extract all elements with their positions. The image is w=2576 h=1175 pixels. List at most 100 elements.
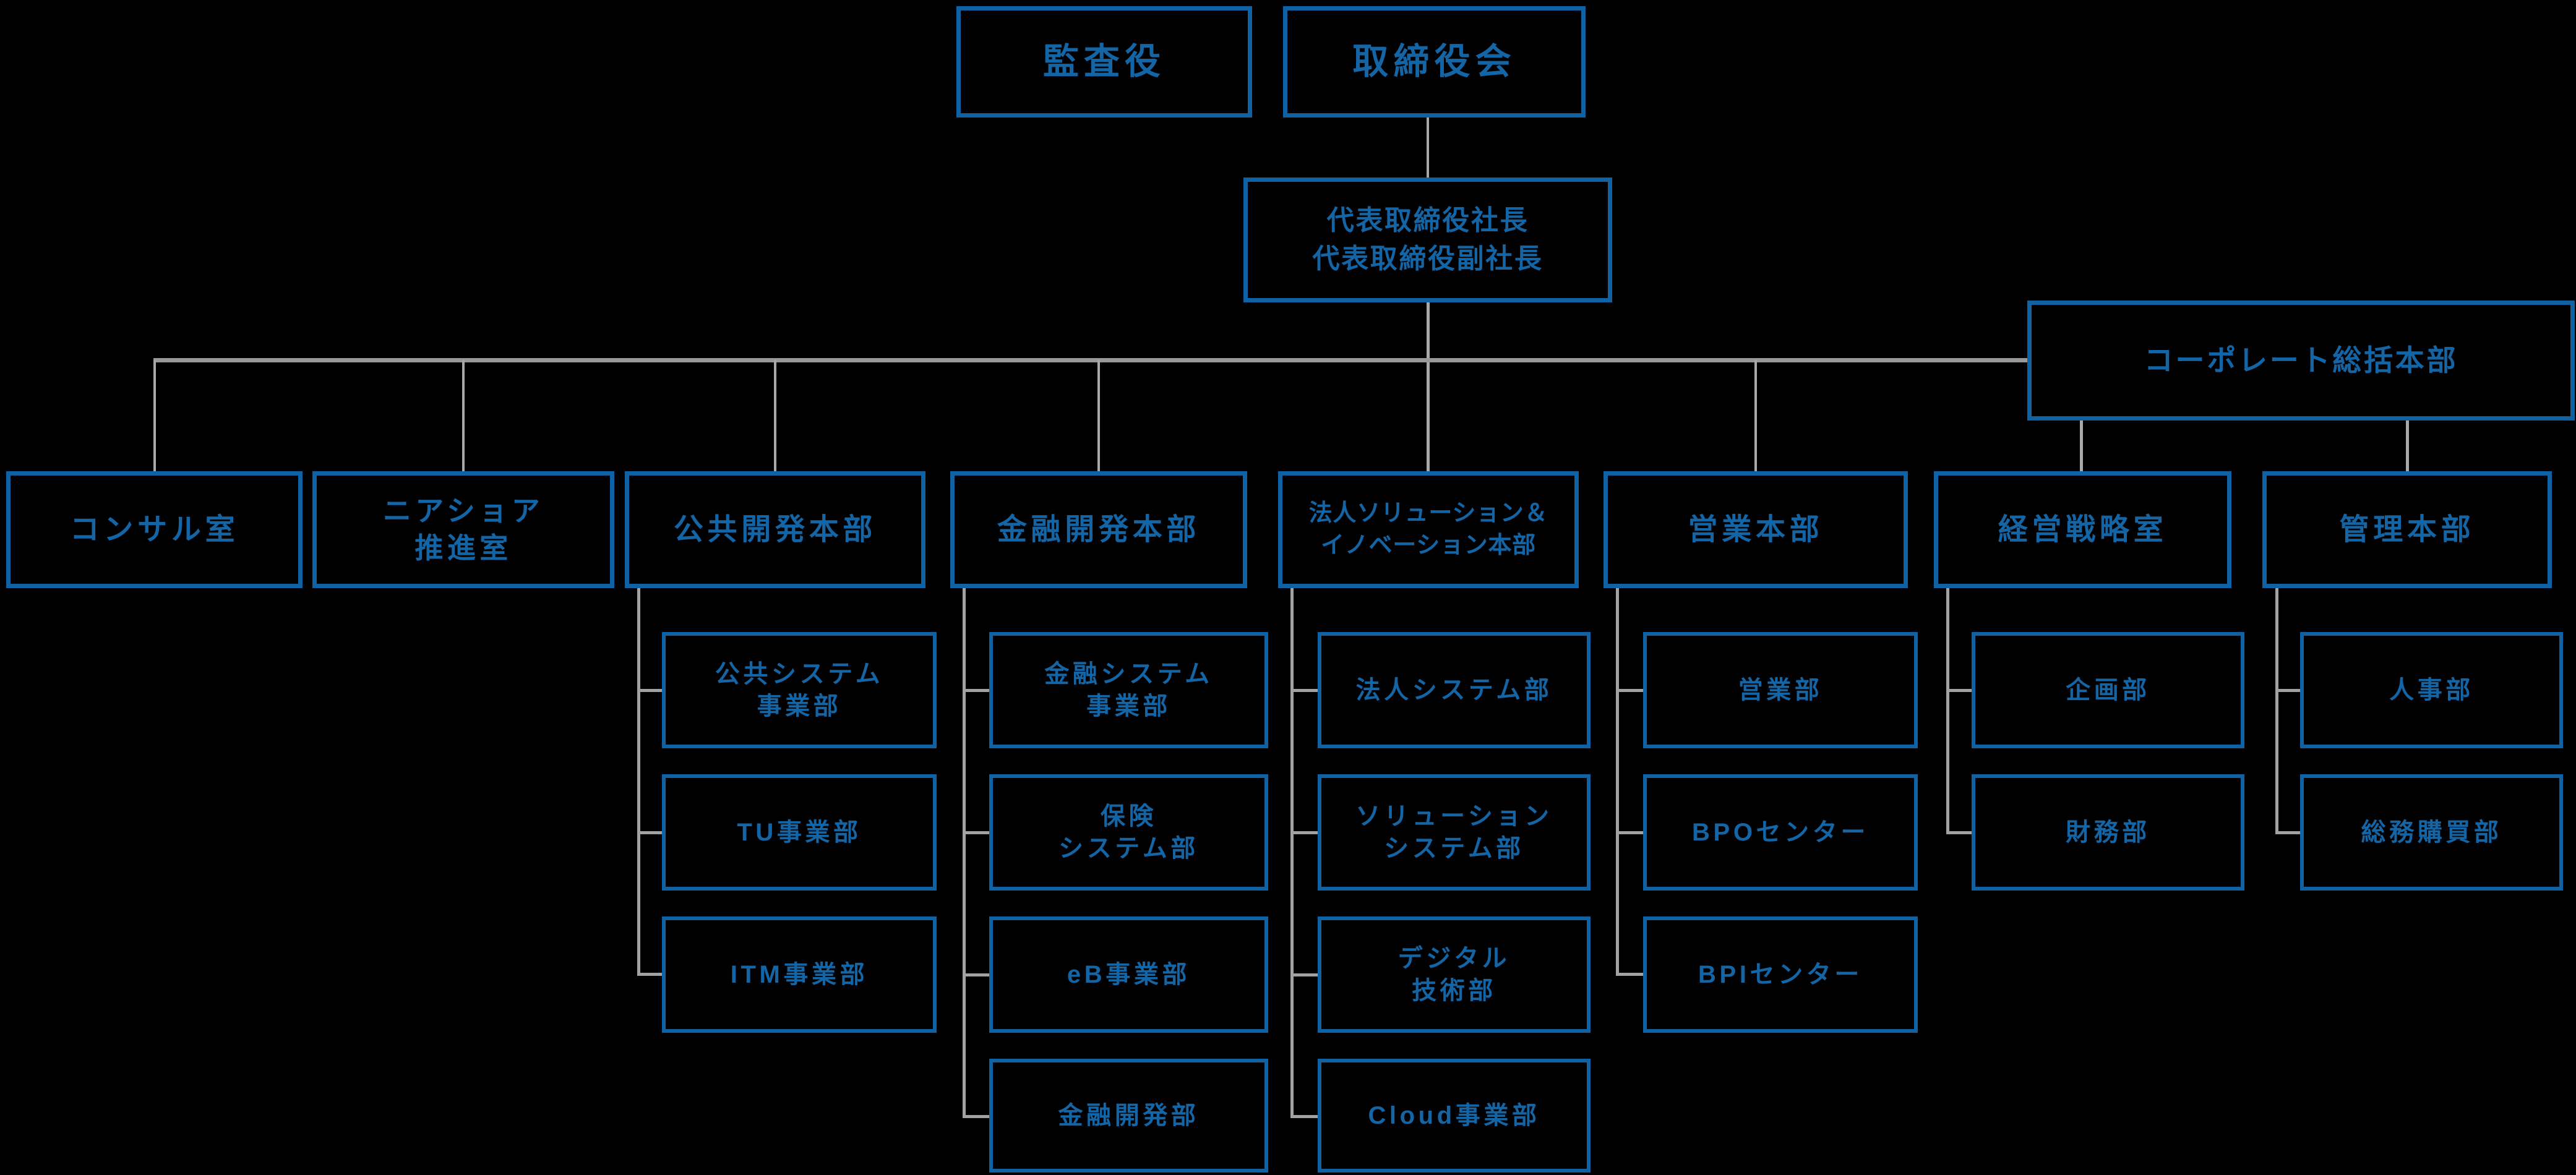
connector-solution-stub-1	[1290, 689, 1318, 692]
node-finance-c2-box: 保険 システム部	[989, 774, 1268, 891]
connector-sales-stub-3	[1616, 973, 1643, 976]
node-sales-c2-label: BPOセンター	[1692, 819, 1869, 846]
node-solution-c4-box: Cloud事業部	[1318, 1059, 1591, 1173]
node-public-c2-box: TU事業部	[662, 774, 937, 891]
node-solution-c4-label: Cloud事業部	[1368, 1102, 1540, 1129]
node-public-c3-label: ITM事業部	[730, 961, 869, 988]
connector-corporate-to-strategy	[2080, 421, 2083, 471]
node-public-box: 公共開発本部	[625, 471, 925, 588]
node-auditor-label: 監査役	[1042, 41, 1166, 82]
connector-solution-stub-4	[1290, 1115, 1318, 1118]
connector-trunk	[153, 358, 2027, 362]
connector-public-stub-3	[637, 973, 662, 976]
connector-sales-stub-2	[1616, 831, 1643, 834]
node-sales-c2-box: BPOセンター	[1643, 774, 1918, 891]
node-consul-label: コンサル室	[69, 513, 239, 546]
connector-finance-tree-vertical	[963, 588, 966, 1118]
node-sales-c1-label: 営業部	[1738, 677, 1823, 704]
connector-drop-sales	[1754, 360, 1757, 471]
node-public-c1-label-line2: 事業部	[757, 693, 842, 720]
connector-finance-stub-4	[963, 1115, 989, 1118]
connector-solution-stub-3	[1290, 973, 1318, 976]
connector-public-stub-2	[637, 831, 662, 834]
node-finance-c3-label: eB事業部	[1067, 961, 1191, 988]
node-admin-c1-label: 人事部	[2389, 677, 2474, 704]
node-strategy-box: 経営戦略室	[1934, 471, 2231, 588]
connector-drop-finance	[1097, 360, 1100, 471]
node-finance-label: 金融開発本部	[997, 513, 1201, 546]
node-admin-c2-label: 総務購買部	[2361, 819, 2502, 846]
connector-admin-stub-1	[2275, 689, 2300, 692]
node-solution-c2-label-line2: システム部	[1384, 835, 1524, 862]
node-finance-c3-box: eB事業部	[989, 916, 1268, 1033]
connector-admin-tree-vertical	[2275, 588, 2278, 834]
node-president-label-line1: 代表取締役社長	[1326, 205, 1529, 236]
connector-finance-stub-1	[963, 689, 989, 692]
node-admin-label: 管理本部	[2339, 513, 2475, 546]
node-strategy-c2-label: 財務部	[2066, 819, 2150, 846]
node-admin-c2-box: 総務購買部	[2300, 774, 2563, 891]
node-finance-box: 金融開発本部	[950, 471, 1247, 588]
node-public-c2-label: TU事業部	[737, 819, 862, 846]
node-admin-c1-box: 人事部	[2300, 632, 2563, 748]
node-sales-box: 営業本部	[1604, 471, 1908, 588]
node-solution-c3-label-line1: デジタル	[1397, 945, 1511, 972]
node-solution-c2-label-line1: ソリューション	[1355, 803, 1553, 830]
node-solution-label-line2: イノベーション本部	[1320, 532, 1537, 558]
node-sales-c1-box: 営業部	[1643, 632, 1918, 748]
connector-drop-nearshore	[462, 360, 465, 471]
connector-strategy-stub-2	[1946, 831, 1972, 834]
connector-board-to-president	[1427, 118, 1429, 177]
connector-strategy-stub-1	[1946, 689, 1972, 692]
connector-finance-stub-3	[963, 973, 989, 976]
node-public-label: 公共開発本部	[673, 513, 877, 546]
node-nearshore-label-line1: ニアショア	[382, 494, 544, 527]
connector-public-stub-1	[637, 689, 662, 692]
node-consul-box: コンサル室	[6, 471, 303, 588]
node-finance-c2-label-line1: 保険	[1100, 803, 1157, 830]
node-finance-c2-label-line2: システム部	[1058, 835, 1199, 862]
node-solution-box: 法人ソリューション＆ イノベーション本部	[1278, 471, 1579, 588]
node-admin-box: 管理本部	[2262, 471, 2552, 588]
node-strategy-c2-box: 財務部	[1972, 774, 2244, 891]
node-public-c1-box: 公共システム 事業部	[662, 632, 937, 748]
node-president-label-line2: 代表取締役副社長	[1312, 244, 1543, 274]
connector-admin-stub-2	[2275, 831, 2300, 834]
node-sales-c3-box: BPIセンター	[1643, 916, 1918, 1033]
node-nearshore-box: ニアショア 推進室	[312, 471, 614, 588]
connector-president-to-solution	[1427, 302, 1430, 471]
node-solution-c2-box: ソリューション システム部	[1318, 774, 1591, 891]
node-solution-label-line1: 法人ソリューション＆	[1308, 500, 1548, 527]
node-finance-c4-label: 金融開発部	[1058, 1102, 1200, 1129]
connector-solution-stub-2	[1290, 831, 1318, 834]
node-board-label: 取締役会	[1352, 41, 1516, 82]
connector-sales-stub-1	[1616, 689, 1643, 692]
node-solution-c3-box: デジタル 技術部	[1318, 916, 1591, 1033]
node-nearshore-label-line2: 推進室	[414, 531, 512, 564]
node-sales-c3-label: BPIセンター	[1698, 961, 1863, 988]
node-strategy-c1-label: 企画部	[2066, 677, 2150, 704]
connector-drop-consul	[153, 360, 156, 471]
connector-corporate-to-admin	[2406, 421, 2409, 471]
node-public-c3-box: ITM事業部	[662, 916, 937, 1033]
node-finance-c1-label-line2: 事業部	[1086, 693, 1171, 720]
connector-public-tree-vertical	[637, 588, 640, 976]
node-strategy-c1-box: 企画部	[1972, 632, 2244, 748]
connector-solution-tree-vertical	[1290, 588, 1294, 1118]
node-finance-c1-box: 金融システム 事業部	[989, 632, 1268, 748]
node-finance-c1-label-line1: 金融システム	[1044, 660, 1213, 688]
connector-finance-stub-2	[963, 831, 989, 834]
node-auditor-box: 監査役	[956, 6, 1252, 118]
connector-strategy-tree-vertical	[1946, 588, 1949, 834]
node-strategy-label: 経営戦略室	[1998, 513, 2168, 546]
node-corporate-box: コーポレート総括本部	[2027, 301, 2575, 421]
node-public-c1-label-line1: 公共システム	[715, 660, 884, 688]
connector-drop-public	[774, 360, 776, 471]
node-corporate-label: コーポレート総括本部	[2144, 344, 2458, 377]
node-sales-label: 営業本部	[1688, 513, 1824, 546]
node-solution-c1-box: 法人システム部	[1318, 632, 1591, 748]
node-board-box: 取締役会	[1283, 6, 1586, 118]
node-solution-c3-label-line2: 技術部	[1412, 977, 1496, 1004]
node-solution-c1-label: 法人システム部	[1355, 677, 1553, 704]
